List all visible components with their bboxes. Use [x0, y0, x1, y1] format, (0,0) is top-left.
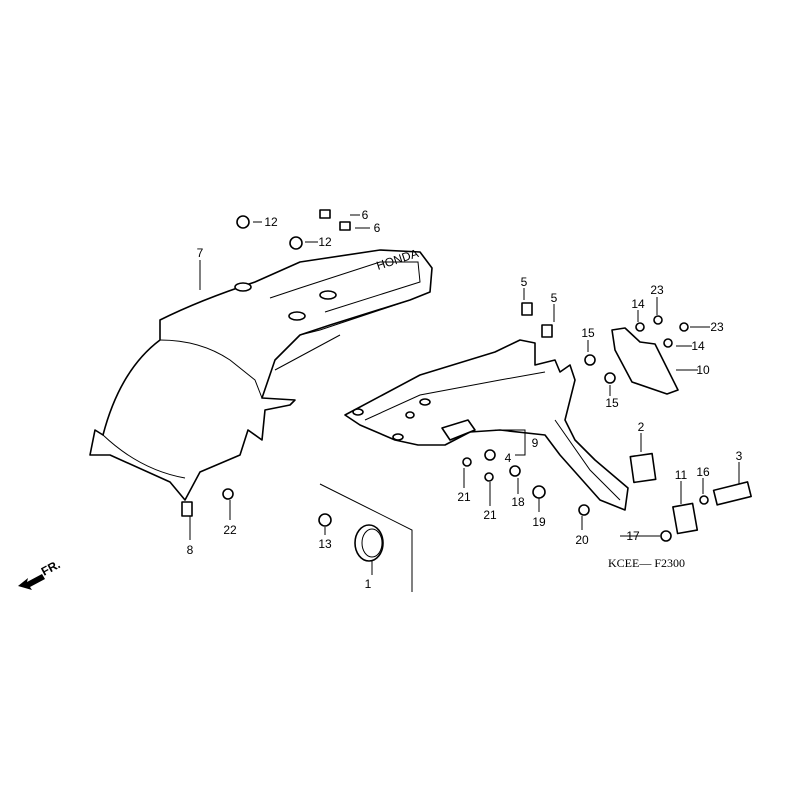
- callout-14a: 14: [631, 297, 645, 311]
- callout-17: 17: [626, 529, 640, 543]
- callout-20: 20: [575, 533, 589, 547]
- callout-15a: 15: [581, 326, 595, 340]
- reflector-part-1: [319, 483, 413, 592]
- callout-4: 4: [505, 451, 512, 465]
- callout-19: 19: [532, 515, 546, 529]
- callout-12a: 12: [264, 215, 278, 229]
- callout-13: 13: [318, 537, 332, 551]
- callout-6b: 6: [374, 221, 381, 235]
- callout-8: 8: [187, 543, 194, 557]
- part-11-stay: [672, 502, 699, 535]
- callout-11: 11: [675, 468, 688, 482]
- callout-23a: 23: [650, 283, 664, 297]
- fender-bracket: [344, 339, 629, 511]
- callout-6a: 6: [362, 208, 369, 222]
- callout-2: 2: [638, 420, 645, 434]
- leader-lines: [189, 214, 740, 575]
- callout-3: 3: [736, 449, 743, 463]
- diagram-code: KCEE— F2300: [608, 556, 685, 570]
- callout-5b: 5: [551, 291, 558, 305]
- callout-14b: 14: [691, 339, 705, 353]
- callout-15b: 15: [605, 396, 619, 410]
- callout-10: 10: [696, 363, 710, 377]
- callout-23b: 23: [710, 320, 724, 334]
- callout-21b: 21: [483, 508, 497, 522]
- callout-9: 9: [532, 436, 539, 450]
- callout-16: 16: [696, 465, 710, 479]
- front-direction-arrow: FR.: [18, 557, 62, 590]
- callout-labels: 1 2 3 4 5 5 6 6 7 8 9 10 11 12 12 13 14 …: [187, 208, 743, 591]
- callout-22: 22: [223, 523, 237, 537]
- callout-21a: 21: [457, 490, 471, 504]
- callout-18: 18: [511, 495, 525, 509]
- license-plate-bracket: [611, 327, 679, 395]
- part-3-reflector: [712, 481, 752, 506]
- callout-12b: 12: [318, 235, 332, 249]
- callout-5a: 5: [521, 275, 528, 289]
- part-2-grommet: [629, 452, 657, 484]
- callout-1: 1: [365, 577, 372, 591]
- rear-fender: HONDA: [89, 246, 433, 501]
- callout-7: 7: [197, 246, 204, 260]
- hardware: [181, 209, 709, 542]
